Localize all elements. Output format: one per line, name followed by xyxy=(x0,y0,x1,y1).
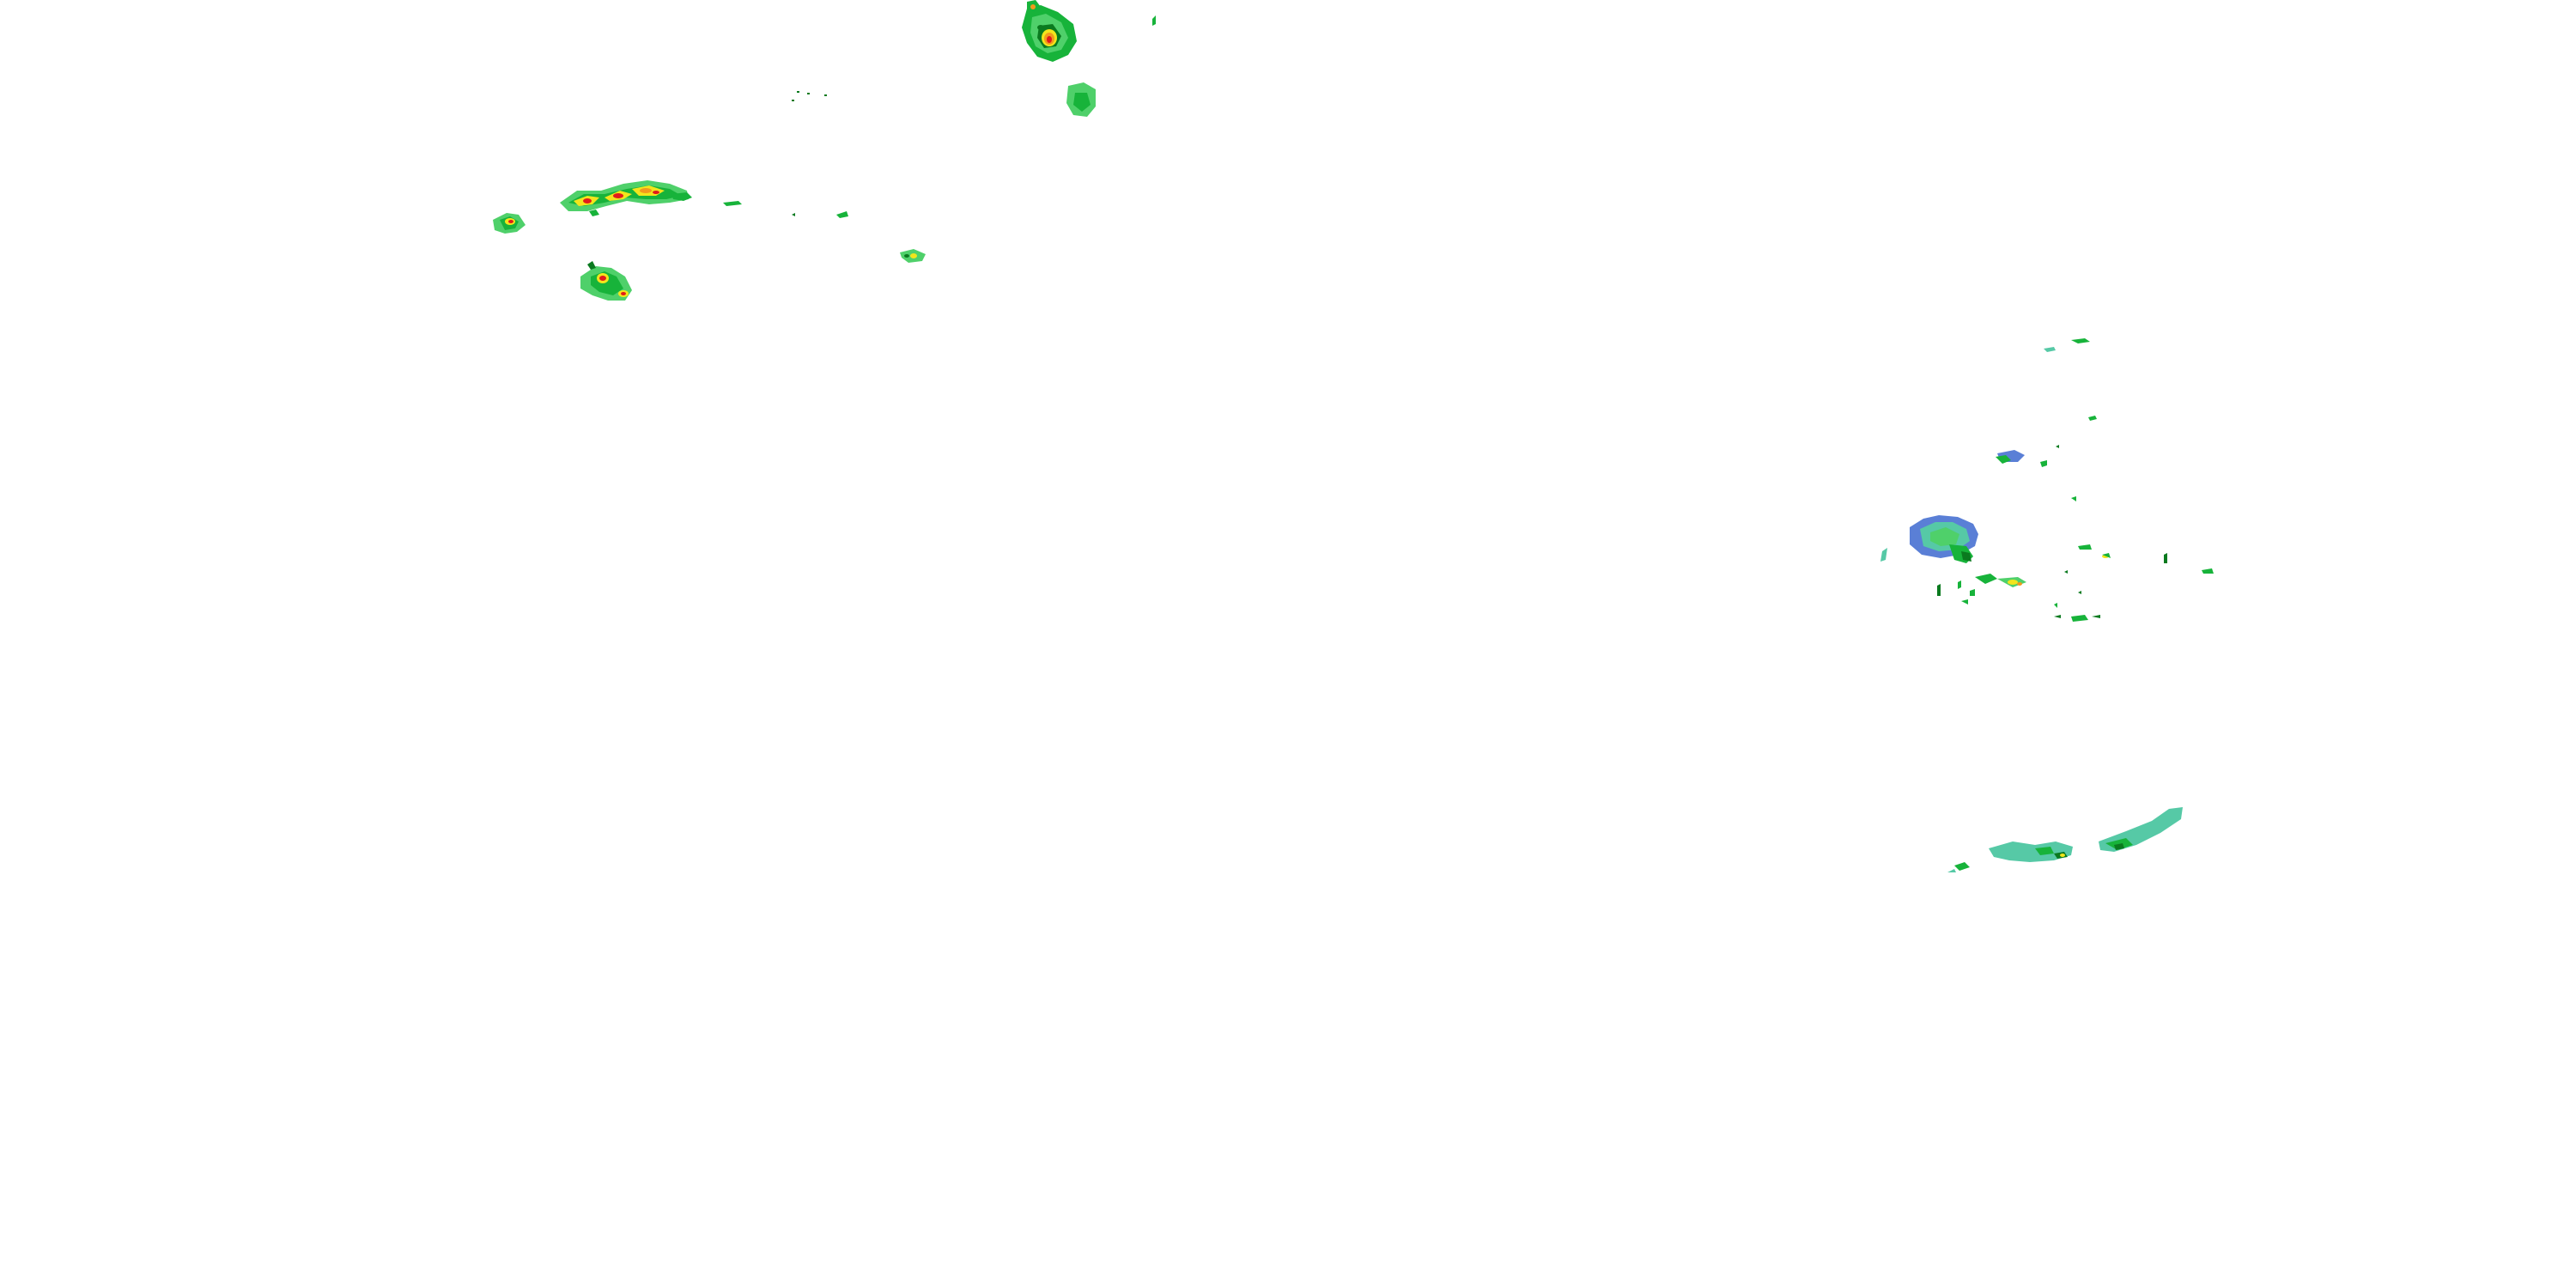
radar-echo-speck xyxy=(824,94,827,96)
radar-echo-right-blue-cell xyxy=(1996,450,2047,467)
radar-echo-right-large-mass xyxy=(1880,515,1978,563)
radar-echo-right-lower-band xyxy=(1947,807,2183,872)
radar-echo-right-scatter xyxy=(2054,544,2214,622)
radar-echo-storm-line xyxy=(560,180,692,216)
radar-echo-speck xyxy=(797,91,799,93)
radar-echo-small xyxy=(836,211,848,218)
radar-echo-speck xyxy=(792,100,794,101)
radar-echo-left-cell xyxy=(493,213,526,234)
radar-echo-small xyxy=(723,201,742,206)
radar-echo-top-blob xyxy=(1066,82,1096,117)
radar-echo-small-cell xyxy=(900,249,926,263)
radar-echo-speck xyxy=(2071,496,2076,501)
radar-echo-top-storm xyxy=(1022,0,1077,62)
radar-echo-right-upper-specks xyxy=(2044,338,2097,448)
radar-echo-speck xyxy=(807,93,810,94)
radar-echo-speck xyxy=(792,213,795,216)
radar-echo-right-mid-cells xyxy=(1937,574,2026,605)
radar-echo-lower-left-cell xyxy=(580,261,632,301)
radar-echo-speck xyxy=(1152,15,1156,26)
